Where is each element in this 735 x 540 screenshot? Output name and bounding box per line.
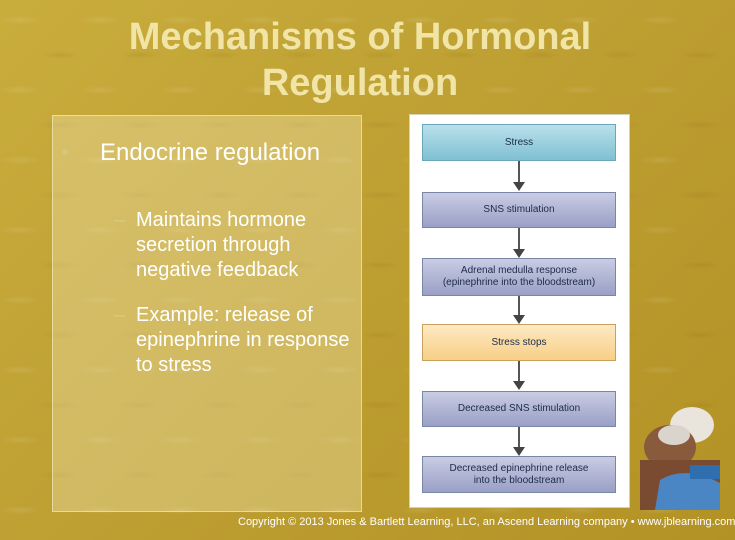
- bullet-dot-icon: •: [62, 142, 69, 162]
- arrow-down-icon: [513, 228, 525, 258]
- step-stress-stops: Stress stops: [422, 324, 616, 361]
- copyright-notice: Copyright © 2013 Jones & Bartlett Learni…: [238, 516, 735, 528]
- step-decreased-epinephrine-release: Decreased epinephrine release into the b…: [422, 456, 616, 493]
- patient-photo: [630, 395, 720, 510]
- bullet-text: Endocrine regulation: [100, 139, 321, 166]
- step-sns-stimulation: SNS stimulation: [422, 192, 616, 228]
- text-panel: [52, 115, 362, 512]
- arrow-down-icon: [513, 296, 525, 324]
- flowchart-diagram: Stress SNS stimulation Adrenal medulla r…: [409, 114, 630, 508]
- bullet-endocrine-regulation: • Endocrine regulation: [62, 138, 352, 167]
- step-adrenal-medulla-response: Adrenal medulla response (epinephrine in…: [422, 258, 616, 296]
- dash-icon: –: [114, 209, 126, 231]
- arrow-down-icon: [513, 161, 525, 191]
- sub-bullet-negative-feedback: – Maintains hormone secretion through ne…: [114, 208, 350, 283]
- step-stress: Stress: [422, 124, 616, 161]
- sub-bullet-text: Maintains hormone secretion through nega…: [136, 209, 307, 281]
- sub-bullet-text: Example: release of epinephrine in respo…: [136, 304, 350, 376]
- step-decreased-sns-stimulation: Decreased SNS stimulation: [422, 391, 616, 427]
- sub-bullet-example: – Example: release of epinephrine in res…: [114, 303, 350, 378]
- slide-title: Mechanisms of Hormonal Regulation: [128, 16, 592, 104]
- arrow-down-icon: [513, 361, 525, 390]
- dash-icon: –: [114, 304, 126, 326]
- arrow-down-icon: [513, 427, 525, 456]
